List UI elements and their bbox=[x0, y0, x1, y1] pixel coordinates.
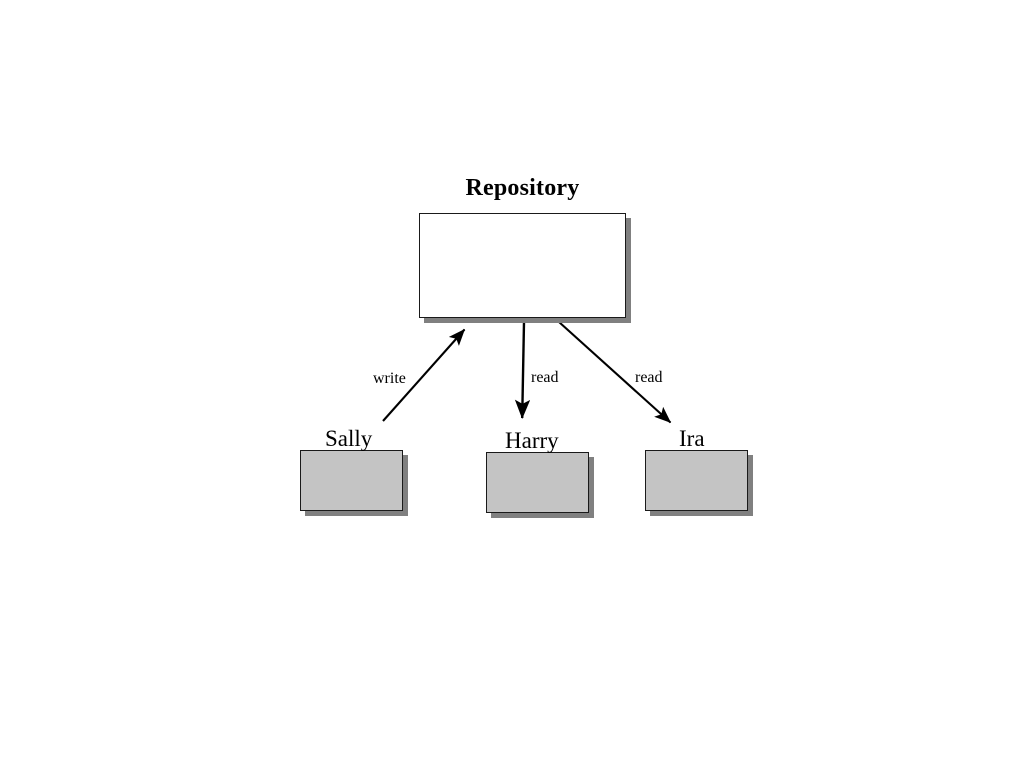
harry-label: Harry bbox=[505, 428, 559, 453]
read-edge-label-harry: read bbox=[531, 369, 559, 386]
read-arrow-harry bbox=[514, 321, 531, 419]
ira-box[interactable] bbox=[645, 450, 748, 511]
repository-title: Repository bbox=[465, 175, 580, 201]
harry-box[interactable] bbox=[486, 452, 589, 513]
read-edge-label-ira: read bbox=[635, 369, 663, 386]
sally-box[interactable] bbox=[300, 450, 403, 511]
write-arrow bbox=[382, 328, 466, 422]
ira-label: Ira bbox=[679, 426, 705, 451]
read-arrow-ira bbox=[558, 321, 672, 424]
sally-label: Sally bbox=[325, 426, 373, 451]
repository-box[interactable] bbox=[419, 213, 626, 318]
write-edge-label: write bbox=[373, 370, 406, 387]
